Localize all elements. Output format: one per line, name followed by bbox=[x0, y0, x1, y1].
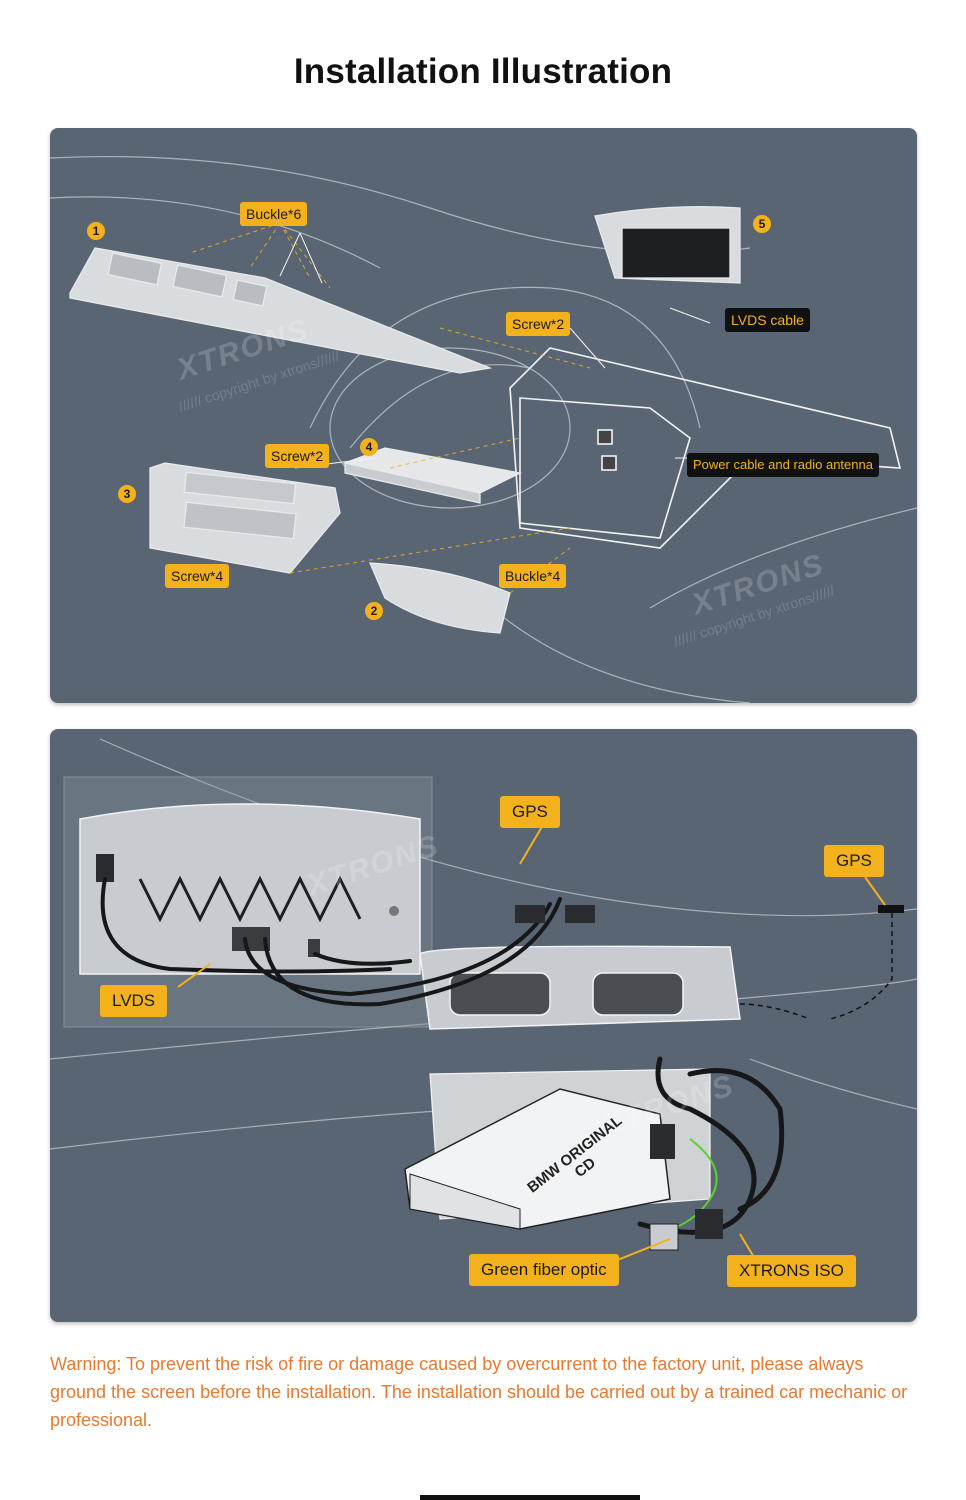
climate-control-panel bbox=[149, 462, 341, 574]
page-title: Installation Illustration bbox=[293, 52, 673, 91]
original-screen bbox=[594, 205, 741, 284]
callout-lvds-cable: LVDS cable bbox=[725, 308, 810, 332]
callout-screw4: Screw*4 bbox=[165, 564, 230, 588]
callout-gps-left: GPS bbox=[500, 796, 560, 828]
callout-screw2-mid: Screw*2 bbox=[265, 444, 330, 468]
callout-lvds: LVDS bbox=[100, 985, 168, 1017]
warning-text: Warning: To prevent the risk of fire or … bbox=[50, 1354, 908, 1430]
callout-power-cable: Power cable and radio antenna bbox=[687, 453, 879, 477]
callout-green-fiber-optic: Green fiber optic bbox=[469, 1254, 619, 1286]
dashboard-exploded-illustration bbox=[50, 155, 917, 703]
footer-divider bbox=[420, 1495, 640, 1500]
step-number-4: 4 bbox=[360, 438, 378, 456]
callout-gps-right: GPS bbox=[824, 845, 884, 877]
callout-xtrons-iso: XTRONS ISO bbox=[727, 1255, 856, 1287]
callout-buckle6: Buckle*6 bbox=[240, 202, 308, 226]
cd-unit bbox=[342, 447, 523, 504]
step-number-1: 1 bbox=[87, 222, 105, 240]
air-vent-trim bbox=[69, 247, 493, 374]
step-number-3: 3 bbox=[118, 485, 136, 503]
mounting-frame bbox=[509, 347, 902, 549]
lower-trim-piece bbox=[368, 562, 511, 634]
dashboard-vents bbox=[419, 945, 741, 1030]
step-number-5: 5 bbox=[753, 215, 771, 233]
wiring-illustration bbox=[50, 738, 917, 1262]
callout-buckle4: Buckle*4 bbox=[499, 564, 567, 588]
screen-back-unit bbox=[79, 803, 421, 975]
installation-diagram-panel: XTRONS ////// copyright by xtrons////// … bbox=[50, 128, 917, 703]
wiring-diagram-panel: XTRONS XTRONS BMW ORIGINAL CD GPS GPS LV… bbox=[50, 729, 917, 1322]
callout-screw2-top: Screw*2 bbox=[506, 312, 571, 336]
step-number-2: 2 bbox=[365, 602, 383, 620]
factory-cd-unit bbox=[404, 1068, 711, 1230]
